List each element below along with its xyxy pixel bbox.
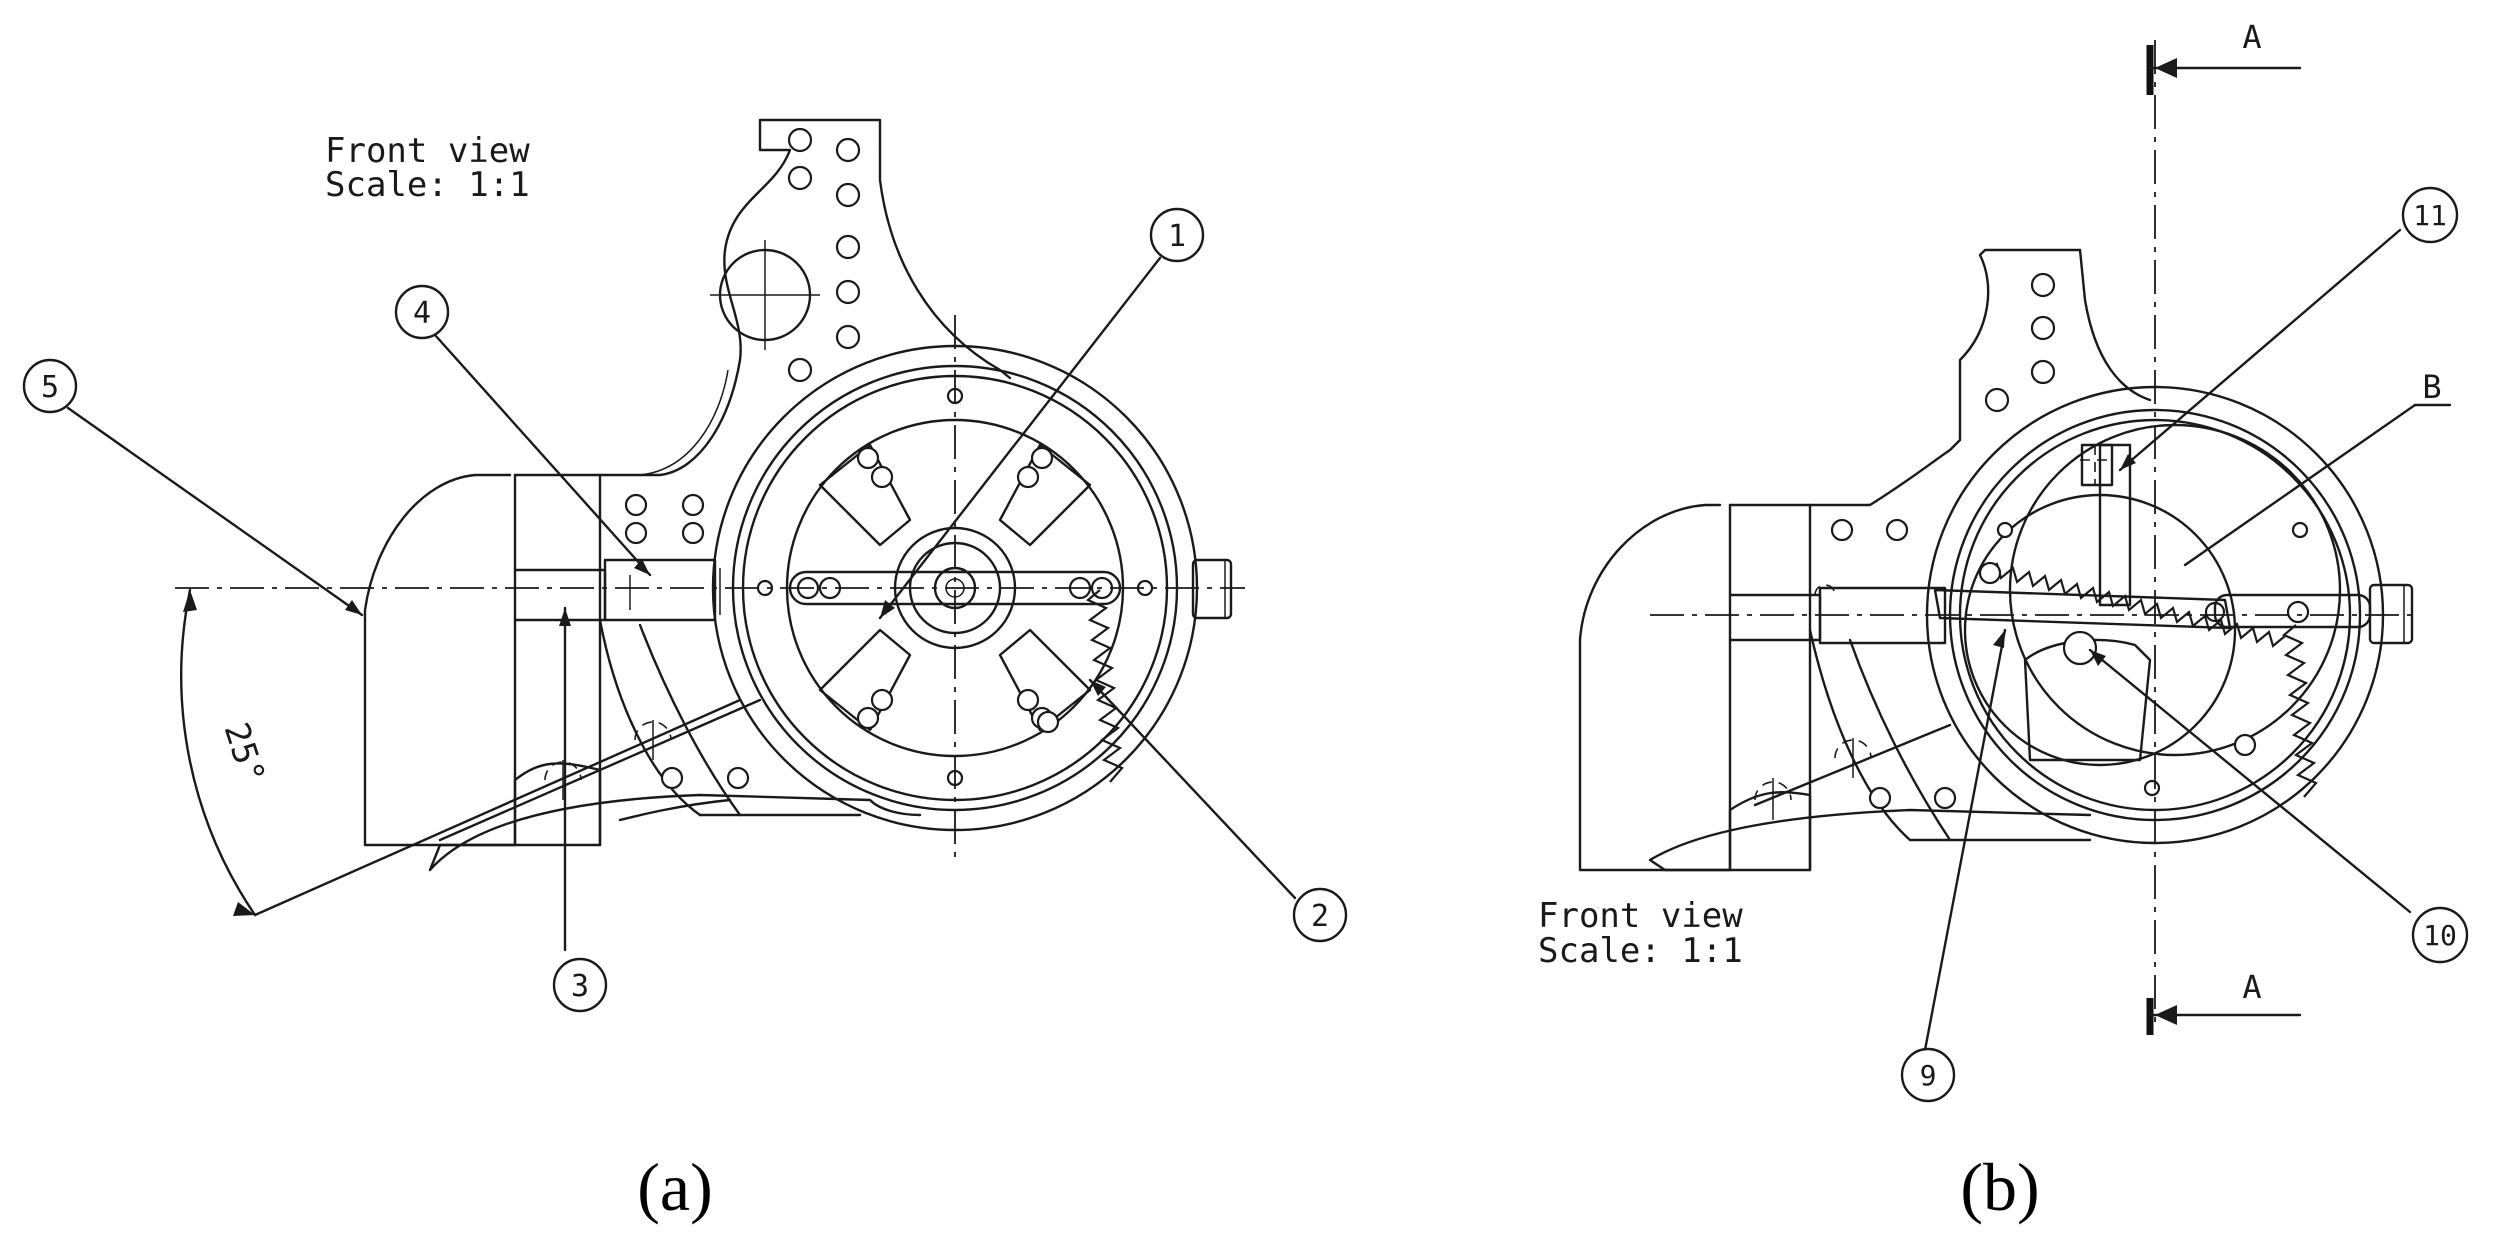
panel-a-base xyxy=(513,762,602,847)
panel-b-balloon-10: 10 xyxy=(2411,906,2469,964)
panel-b-left-housing xyxy=(1578,503,1732,872)
panel-a-balloon-2: 2 xyxy=(1292,887,1348,943)
panel-a-rod xyxy=(513,568,607,622)
panel-a-spring xyxy=(1085,589,1124,783)
panel-b-view-label: Front view xyxy=(1538,896,1743,936)
panel-a-left-housing xyxy=(363,473,517,847)
panel-a-bracket-holes xyxy=(624,127,861,545)
panel-a-bracket xyxy=(598,118,1012,477)
panel-a-drawing: Front view Scale: 1:1 xyxy=(22,118,1348,1225)
panel-b-knob xyxy=(2368,583,2414,645)
svg-text:4: 4 xyxy=(413,296,431,331)
svg-text:10: 10 xyxy=(2423,919,2457,952)
panel-b-drawing: A A B 11 10 xyxy=(1538,18,2469,1225)
panel-b-section-marker-top: A xyxy=(2146,18,2302,95)
panel-b-diagonal-spring xyxy=(1984,562,2286,648)
panel-a-balloon-3: 3 xyxy=(552,957,608,1013)
svg-text:A: A xyxy=(2242,968,2261,1006)
panel-b-detail-label: B xyxy=(2422,368,2441,406)
svg-text:A: A xyxy=(2242,18,2261,56)
panel-b-bracket-holes xyxy=(1830,272,2056,542)
panel-b-section-marker-bottom: A xyxy=(2146,968,2302,1035)
svg-text:3: 3 xyxy=(571,969,589,1004)
panel-b-caption: (b) xyxy=(1960,1149,2039,1225)
panel-b-base xyxy=(1728,791,1812,872)
panel-a-scale-label: Scale: 1:1 xyxy=(325,165,530,205)
panel-a-balloon-4: 4 xyxy=(394,284,450,340)
panel-a-balloon-5: 5 xyxy=(22,358,78,414)
panel-a-hidden-holes xyxy=(544,720,672,800)
panel-a-caption: (a) xyxy=(637,1149,712,1225)
svg-text:1: 1 xyxy=(1168,219,1186,254)
panel-a-view-label: Front view xyxy=(325,131,530,171)
panel-a-leaders xyxy=(66,256,1297,952)
panel-a-balloon-1: 1 xyxy=(1149,207,1205,263)
panel-b-leaders xyxy=(1923,228,2412,1052)
panel-b-balloon-9: 9 xyxy=(1900,1047,1956,1103)
panel-b-right-spring xyxy=(2281,624,2318,798)
svg-text:9: 9 xyxy=(1920,1059,1937,1092)
panel-a-angle-label: 25° xyxy=(216,718,273,789)
svg-text:5: 5 xyxy=(41,370,59,405)
panel-a-knob xyxy=(1191,558,1233,620)
panel-b-bracket xyxy=(1808,248,2152,507)
panel-b-scale-label: Scale: 1:1 xyxy=(1538,931,1743,971)
svg-text:2: 2 xyxy=(1311,899,1329,934)
panel-b-balloon-11: 11 xyxy=(2401,186,2459,244)
panel-b-rod xyxy=(1728,593,1822,642)
svg-text:11: 11 xyxy=(2413,199,2447,232)
